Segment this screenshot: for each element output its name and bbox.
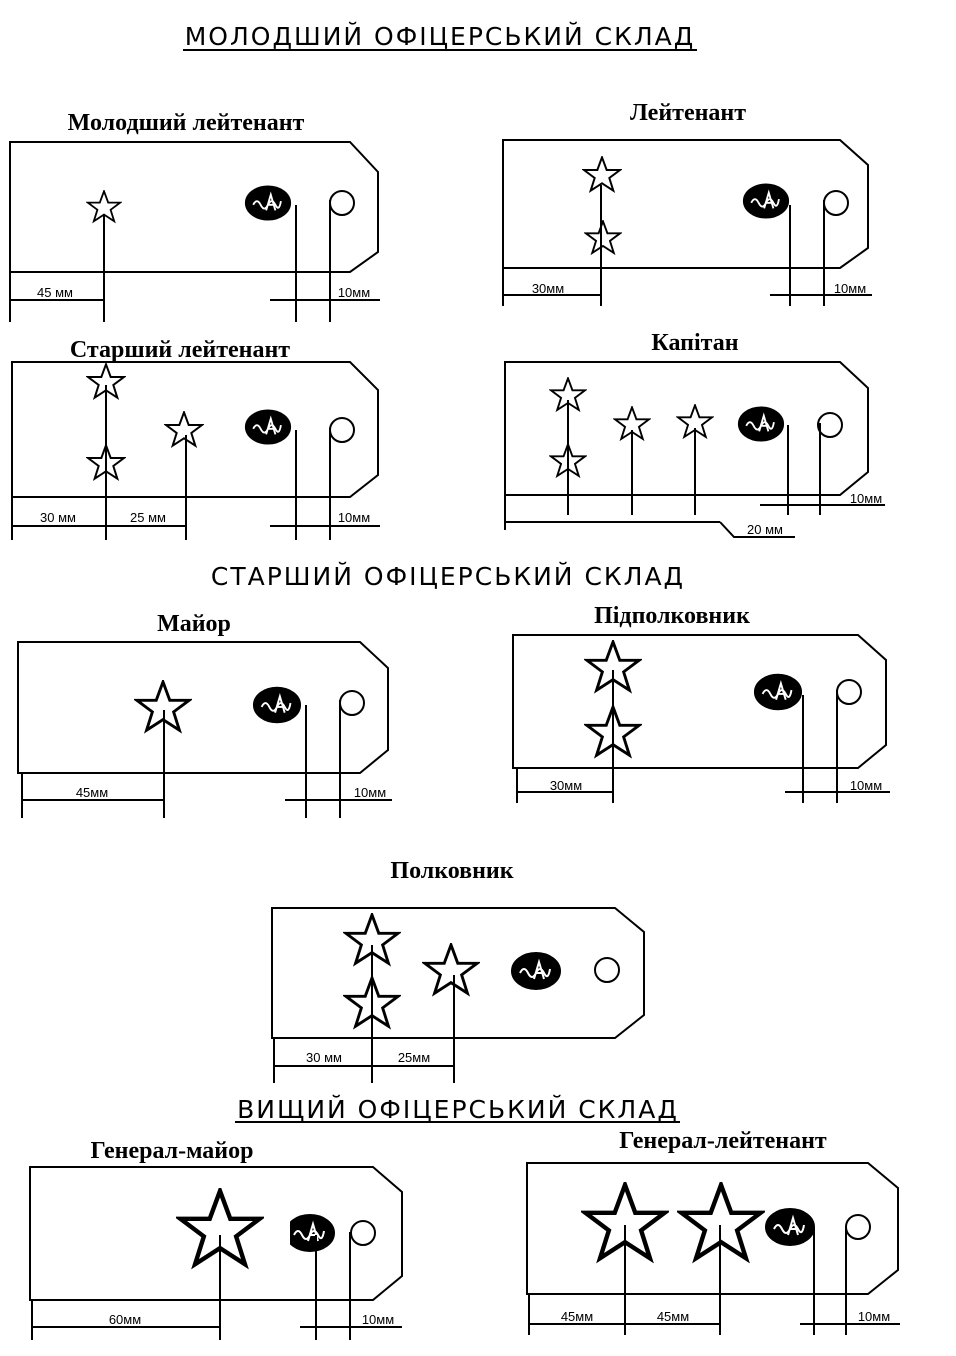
board-lieutenant-colonel: Підполковник 30мм 10мм <box>512 603 890 803</box>
emblem-oval-icon <box>742 183 790 219</box>
rank-title-junior-lieutenant: Молодший лейтенант <box>68 110 305 136</box>
section-title-junior: МОЛОДШИЙ ОФІЦЕРСЬКИЙ СКЛАД <box>185 22 696 51</box>
dim-label: 10мм <box>362 1312 394 1327</box>
button-hole-icon <box>836 679 862 705</box>
button-hole-icon <box>817 412 843 438</box>
dim-label: 30 мм <box>306 1050 342 1065</box>
dim-label: 45мм <box>657 1309 689 1324</box>
dim-label: 25 мм <box>130 510 166 525</box>
rank-title-captain: Капітан <box>651 330 738 356</box>
emblem-oval-icon <box>737 406 785 442</box>
emblem-oval-icon <box>244 185 292 221</box>
section-title-senior: СТАРШИЙ ОФІЦЕРСЬКИЙ СКЛАД <box>211 562 685 591</box>
dim-label: 30мм <box>550 778 582 793</box>
rank-title-senior-lieutenant: Старший лейтенант <box>70 337 290 363</box>
dim-label: 60мм <box>109 1312 141 1327</box>
board-captain: Капітан 10мм 20 мм <box>504 330 885 538</box>
button-hole-icon <box>329 190 355 216</box>
dim-label: 25мм <box>398 1050 430 1065</box>
emblem-oval-icon <box>510 951 562 991</box>
rank-title-colonel: Полковник <box>390 858 513 884</box>
dim-label: 45мм <box>76 785 108 800</box>
dim-label: 10мм <box>338 510 370 525</box>
star-icon <box>165 411 203 447</box>
button-hole-icon <box>823 190 849 216</box>
star-icon <box>423 943 479 995</box>
section-title-higher: ВИЩИЙ ОФІЦЕРСЬКИЙ СКЛАД <box>237 1095 679 1124</box>
button-hole-icon <box>845 1214 871 1240</box>
emblem-oval-icon <box>284 1213 336 1253</box>
rank-title-lieutenant-colonel: Підполковник <box>594 603 750 629</box>
board-colonel: Полковник 30 мм 25мм <box>271 858 645 1083</box>
dim-label: 10мм <box>354 785 386 800</box>
dim-label: 30мм <box>532 281 564 296</box>
emblem-oval-icon <box>753 673 803 711</box>
dim-label: 10мм <box>850 778 882 793</box>
board-major: Майор 45мм 10мм <box>17 611 392 818</box>
dim-label: 30 мм <box>40 510 76 525</box>
button-hole-icon <box>339 690 365 716</box>
board-lieutenant: Лейтенант 30мм 10мм <box>502 100 872 306</box>
emblem-oval-icon <box>244 409 292 445</box>
board-major-general: Генерал-майор 60мм 10мм <box>29 1138 403 1340</box>
rank-title-major-general: Генерал-майор <box>91 1138 254 1164</box>
dim-label: 10мм <box>858 1309 890 1324</box>
board-senior-lieutenant: Старший лейтенант 30 мм 25 мм 10мм <box>11 337 380 540</box>
rank-title-lieutenant-general: Генерал-лейтенант <box>619 1128 827 1154</box>
dim-label: 45мм <box>561 1309 593 1324</box>
board-lieutenant-general: Генерал-лейтенант 45мм 45мм 10мм <box>526 1128 900 1335</box>
board-junior-lieutenant: Молодший лейтенант 45 мм 10мм <box>9 110 380 322</box>
button-hole-icon <box>329 417 355 443</box>
rank-title-lieutenant: Лейтенант <box>630 100 746 126</box>
star-icon <box>584 220 622 254</box>
dim-label: 45 мм <box>37 285 73 300</box>
dim-label: 10мм <box>834 281 866 296</box>
rank-title-major: Майор <box>157 611 231 637</box>
dim-label: 20 мм <box>747 522 783 537</box>
dim-label: 10мм <box>850 491 882 506</box>
dim-label: 10мм <box>338 285 370 300</box>
emblem-oval-icon <box>252 686 302 724</box>
button-hole-icon <box>350 1220 376 1246</box>
button-hole-icon <box>594 957 620 983</box>
emblem-oval-icon <box>764 1207 816 1247</box>
